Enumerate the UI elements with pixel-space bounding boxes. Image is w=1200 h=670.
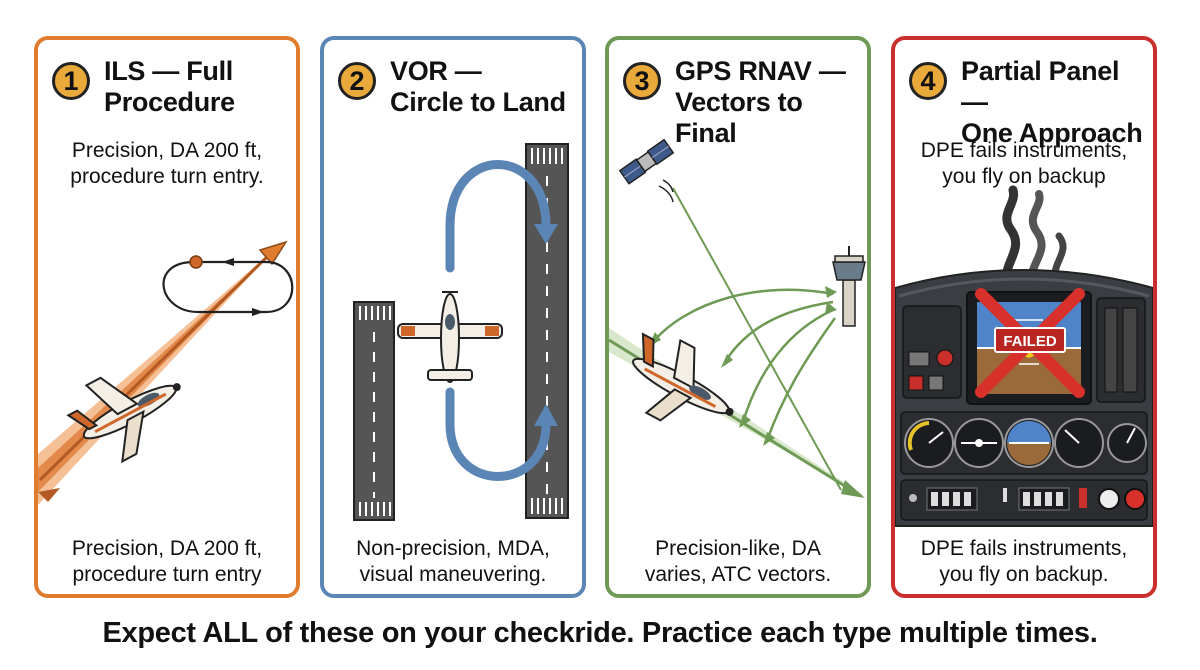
panel-caption-line: you fly on backup. <box>939 563 1109 586</box>
vector-arrow-icon <box>721 354 733 368</box>
satellite-icon <box>618 138 675 185</box>
step-number-badge: 1 <box>52 62 90 100</box>
panel-caption-line: Precision, DA 200 ft, <box>71 537 263 560</box>
circle-path-bottom <box>445 387 551 481</box>
panel-caption-line: varies, ATC vectors. <box>644 563 832 586</box>
switch-row <box>900 479 1148 521</box>
airplane-icon <box>632 332 734 422</box>
ils-approach-illustration <box>38 240 294 505</box>
circle-path-top <box>445 160 551 273</box>
path-arrow-icon <box>534 224 558 244</box>
footer-message: Expect ALL of these on your checkride. P… <box>102 617 1098 649</box>
satellite-signal-line <box>672 187 842 491</box>
panel-title: Partial Panel — One Approach <box>961 56 1147 149</box>
signal-wave-icon <box>662 179 674 193</box>
panel-subtitle: Precision, DA 200 ft, procedure turn ent… <box>46 138 288 190</box>
loop-arrow-icon <box>222 258 234 266</box>
panel-right-controls <box>1096 297 1146 403</box>
panel-title: GPS RNAV — Vectors to Final <box>675 56 861 149</box>
ils-beam-fan <box>38 248 276 505</box>
fix-marker <box>189 255 203 269</box>
panel-caption-line: visual maneuvering. <box>359 563 547 586</box>
loop-arrow-icon <box>252 308 264 316</box>
vector-arrow-icon <box>739 414 751 428</box>
atc-vector-arrows <box>652 288 837 441</box>
panel-title-line: VOR — <box>390 56 482 86</box>
signal-wave-icon <box>658 185 674 203</box>
panel-vor: 2 VOR — Circle to Land <box>320 36 586 598</box>
panel-caption-line: procedure turn entry <box>72 563 262 586</box>
panel-title: VOR — Circle to Land <box>390 56 576 118</box>
circle-to-land-illustration <box>353 143 569 521</box>
step-number-badge: 4 <box>909 62 947 100</box>
path-arrow-icon <box>534 404 558 426</box>
panel-title-line: Vectors to Final <box>675 87 803 148</box>
panel-title-line: One Approach <box>961 118 1143 148</box>
panel-title: ILS — Full Procedure <box>104 56 290 118</box>
runway-left-markings <box>359 306 391 516</box>
instrument-panel-icon: FAILED <box>895 185 1153 527</box>
panel-title-line: GPS RNAV — <box>675 56 846 86</box>
step-number-badge: 2 <box>338 62 376 100</box>
airplane-icon <box>397 291 503 383</box>
panel-subtitle-line: you fly on backup <box>942 165 1106 188</box>
ils-centerline <box>38 246 278 482</box>
panel-caption: Precision-like, DA varies, ATC vectors. <box>615 536 861 588</box>
panel-caption-line: Precision-like, DA <box>655 537 821 560</box>
panel-left-controls <box>902 305 962 399</box>
panel-title-line: ILS — Full <box>104 56 233 86</box>
panel-caption-line: DPE fails instruments, <box>920 537 1128 560</box>
panel-ils: 1 ILS — Full Procedure Precision, DA 200… <box>34 36 300 598</box>
vector-arrow-icon <box>763 432 775 446</box>
vector-arrow-icon <box>825 286 837 298</box>
panel-title-line: Procedure <box>104 87 235 117</box>
panel-partial-panel: 4 Partial Panel — One Approach DPE fails… <box>891 36 1157 598</box>
panel-glareshield <box>898 277 1150 298</box>
backup-gauges <box>900 411 1148 475</box>
procedure-turn-loop <box>162 260 294 314</box>
panel-caption: Non-precision, MDA, visual maneuvering. <box>330 536 576 588</box>
panel-gps-rnav: 3 GPS RNAV — Vectors to Final <box>605 36 871 598</box>
panel-caption-line: Non-precision, MDA, <box>356 537 550 560</box>
final-arrow-icon <box>841 480 865 498</box>
panel-caption: Precision, DA 200 ft, procedure turn ent… <box>44 536 290 588</box>
control-tower-icon <box>832 246 866 327</box>
panel-subtitle-line: procedure turn entry. <box>70 165 264 188</box>
step-number-badge: 3 <box>623 62 661 100</box>
panel-subtitle: DPE fails instruments, you fly on backup <box>903 138 1145 190</box>
failed-label: FAILED <box>1003 333 1057 350</box>
ils-arrow-head <box>258 240 288 266</box>
panel-subtitle-line: Precision, DA 200 ft, <box>71 139 263 162</box>
ils-beam-tail-arrow <box>38 488 60 502</box>
panel-subtitle-line: DPE fails instruments, <box>920 139 1128 162</box>
panel-title-line: Circle to Land <box>390 87 566 117</box>
gps-vectors-illustration <box>609 138 866 498</box>
panel-title-line: Partial Panel — <box>961 56 1120 117</box>
airplane-icon <box>66 376 181 464</box>
vector-arrow-icon <box>825 302 837 314</box>
failed-label-box <box>994 327 1066 353</box>
panel-caption: DPE fails instruments, you fly on backup… <box>901 536 1147 588</box>
